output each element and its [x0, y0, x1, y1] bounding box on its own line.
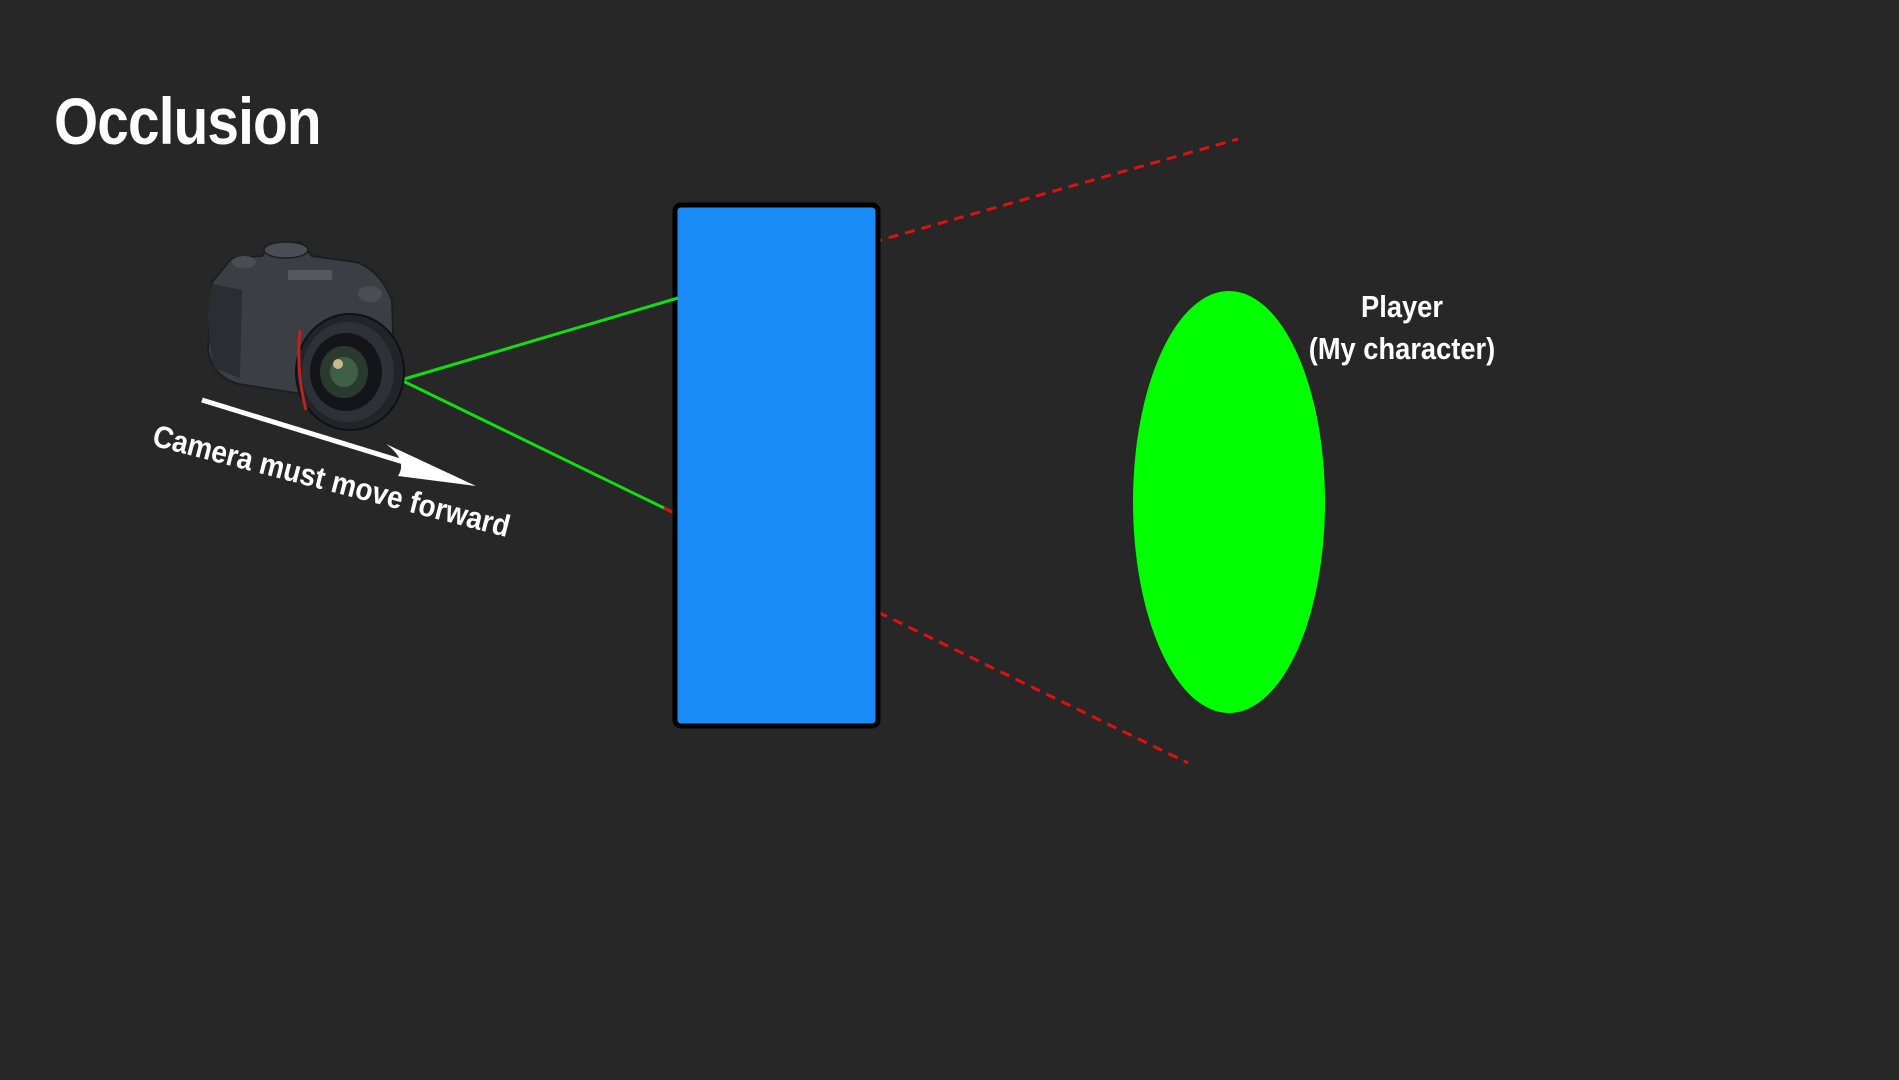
player-label-line2: (My character)	[1308, 331, 1496, 366]
dslr-camera-icon	[206, 240, 405, 431]
blocked-ray-bottom	[663, 506, 1189, 765]
player-label-line1: Player	[1361, 289, 1443, 324]
visible-ray-bottom	[400, 378, 665, 510]
slide-title: Occlusion	[54, 84, 322, 158]
occluding-wall	[672, 202, 881, 729]
player-label: Player (My character)	[1296, 286, 1507, 370]
player-ellipse	[1133, 291, 1325, 713]
blocked-ray-top	[675, 137, 1239, 300]
forward-arrow-icon	[201, 397, 476, 486]
visible-ray-top	[400, 296, 679, 382]
